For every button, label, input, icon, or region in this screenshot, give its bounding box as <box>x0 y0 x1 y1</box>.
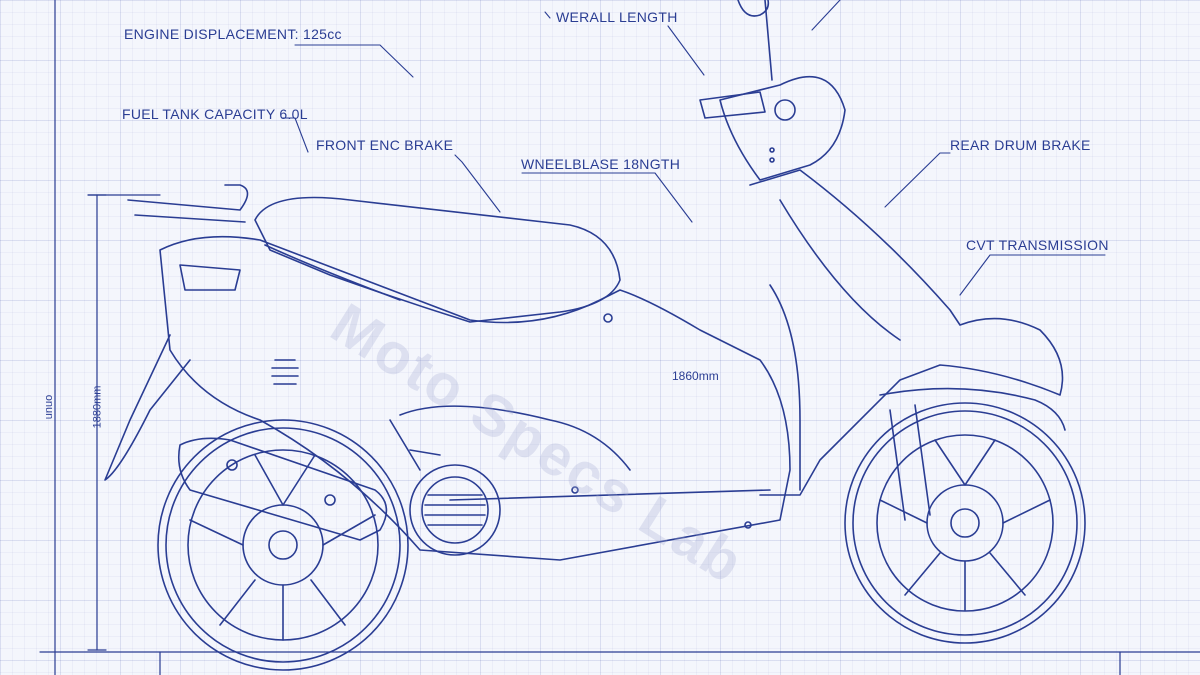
front-leg-shield <box>749 169 1064 496</box>
rear-fender <box>104 334 191 481</box>
dimension-lines <box>39 0 1200 675</box>
front-fork <box>879 387 1066 521</box>
rear-brake-label: REAR DRUM BRAKE <box>950 137 1091 153</box>
rear-wheel <box>157 419 409 671</box>
callout-leaders <box>281 0 1106 296</box>
length-dimension-text: 1860mm <box>672 369 719 383</box>
rear-shock <box>271 359 299 385</box>
handlebar-assembly <box>699 0 846 181</box>
seat <box>254 196 621 323</box>
engine-cvt-cover <box>389 419 501 556</box>
rear-rack <box>127 184 249 223</box>
height-dimension-inner: 1880mm <box>91 385 104 429</box>
engine-displacement-label: ENGINE DISPLACEMENT: 125cc <box>124 26 342 42</box>
scooter-body <box>159 235 791 561</box>
fuel-tank-capacity-label: FUEL TANK CAPACITY 6.0L <box>122 106 308 122</box>
front-brake-label: FRONT ENC BRAKE <box>316 137 454 153</box>
height-dimension-outer: unuo <box>43 394 56 420</box>
exhaust-muffler <box>177 437 388 541</box>
transmission-label: CVT TRANSMISSION <box>966 237 1109 253</box>
front-wheel <box>844 402 1086 644</box>
overall-length-label: WERALL LENGTH <box>556 9 678 25</box>
wheelbase-label: WNEELBLASE 18NGTH <box>521 156 681 172</box>
